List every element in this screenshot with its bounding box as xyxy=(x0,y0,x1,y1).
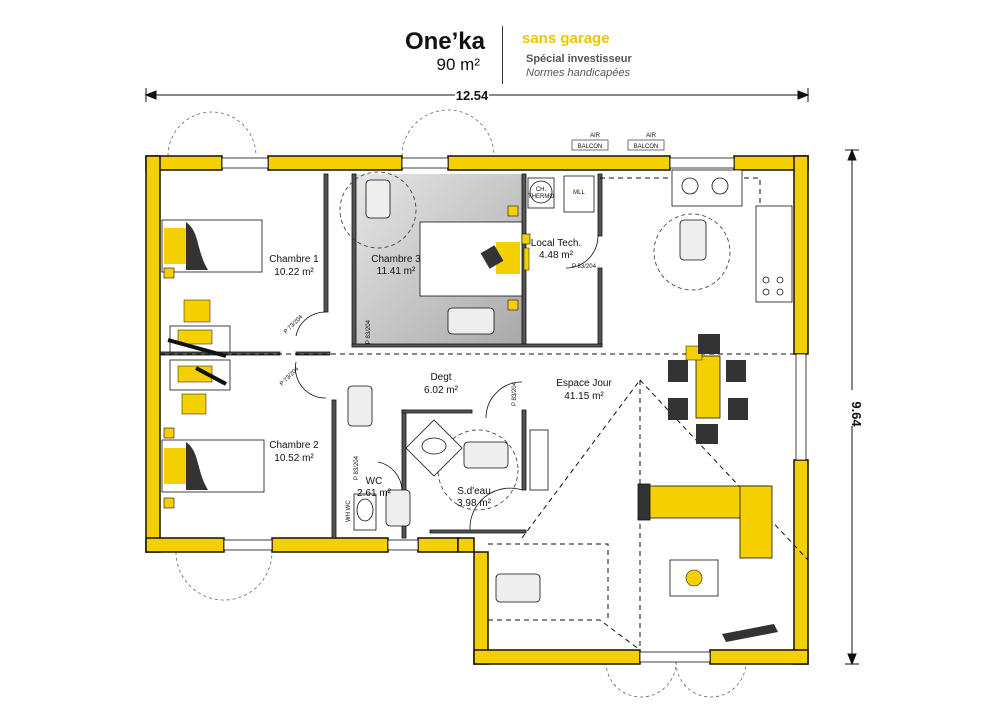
sdeau-name: S.d'eau xyxy=(457,486,491,497)
chambre-3-area: 11.41 m² xyxy=(377,266,416,277)
door-label-chambre-3: P 83/204 xyxy=(366,319,372,344)
kitchen-counter xyxy=(671,169,793,303)
wc-area: 2.61 m² xyxy=(357,488,392,499)
washing-machine xyxy=(563,175,595,213)
chambre-3-name: Chambre 3 xyxy=(371,254,421,265)
air-vents xyxy=(571,139,665,151)
header-separator xyxy=(502,26,503,84)
sofa xyxy=(637,483,773,559)
turning-circles xyxy=(339,171,731,511)
bathroom-fixtures xyxy=(353,419,549,531)
desk-chambre-2 xyxy=(169,359,231,415)
tag-norms: Normes handicapées xyxy=(526,67,630,79)
local-tech-name: Local Tech. xyxy=(531,238,581,249)
ch-label: CH. xyxy=(536,187,547,193)
wc-name: WC xyxy=(366,476,383,487)
mll-label: MLL xyxy=(573,190,585,196)
espace-jour-name: Espace Jour xyxy=(556,378,612,389)
outlets xyxy=(163,205,531,509)
desk-chambre-1 xyxy=(167,299,231,358)
air-vent-2-sub: BALCON xyxy=(634,144,659,150)
thermo-label: THERMO xyxy=(528,194,554,200)
chambre-2-area: 10.52 m² xyxy=(274,453,314,464)
chambre-2-name: Chambre 2 xyxy=(269,440,319,451)
exterior-swings xyxy=(167,109,747,698)
depth-label: 9.64 xyxy=(849,401,864,427)
width-label: 12.54 xyxy=(456,88,489,103)
door-label-degt: P 83/204 xyxy=(512,381,518,406)
local-tech-area: 4.48 m² xyxy=(539,250,574,261)
chambre-1-name: Chambre 1 xyxy=(269,254,319,265)
tv-unit xyxy=(722,624,778,642)
plan-title: One’ka xyxy=(404,28,485,55)
bed-chambre-2 xyxy=(161,439,265,493)
door-label-wc: P 83/204 xyxy=(354,455,360,480)
espace-jour-area: 41.15 m² xyxy=(564,391,604,402)
chambre-1-area: 10.22 m² xyxy=(274,267,314,278)
plan-area: 90 m² xyxy=(436,55,480,74)
tag-no-garage: sans garage xyxy=(522,30,610,47)
air-vent-2-label: AIR xyxy=(646,133,657,139)
door-label-local: P 83/204 xyxy=(572,264,597,270)
sdeau-area: 3.98 m² xyxy=(457,498,492,509)
door-label-chambre-1: P 73/204 xyxy=(283,314,305,336)
interior-doors xyxy=(295,235,599,531)
wheelchairs xyxy=(347,179,707,603)
windows xyxy=(221,157,807,663)
degt-name: Degt xyxy=(430,372,451,383)
air-vent-1-sub: BALCON xyxy=(578,144,603,150)
tag-investor: Spécial investisseur xyxy=(526,53,632,65)
dining-table xyxy=(668,334,748,444)
outer-walls xyxy=(145,155,809,665)
bed-chambre-3 xyxy=(419,221,530,297)
degt-area: 6.02 m² xyxy=(424,385,459,396)
air-vent-1-label: AIR xyxy=(590,133,601,139)
wc-sign: WH WC xyxy=(346,500,352,522)
bed-chambre-1 xyxy=(161,219,263,273)
coffee-table xyxy=(669,559,719,597)
door-label-chambre-2: P 73/204 xyxy=(279,366,301,388)
